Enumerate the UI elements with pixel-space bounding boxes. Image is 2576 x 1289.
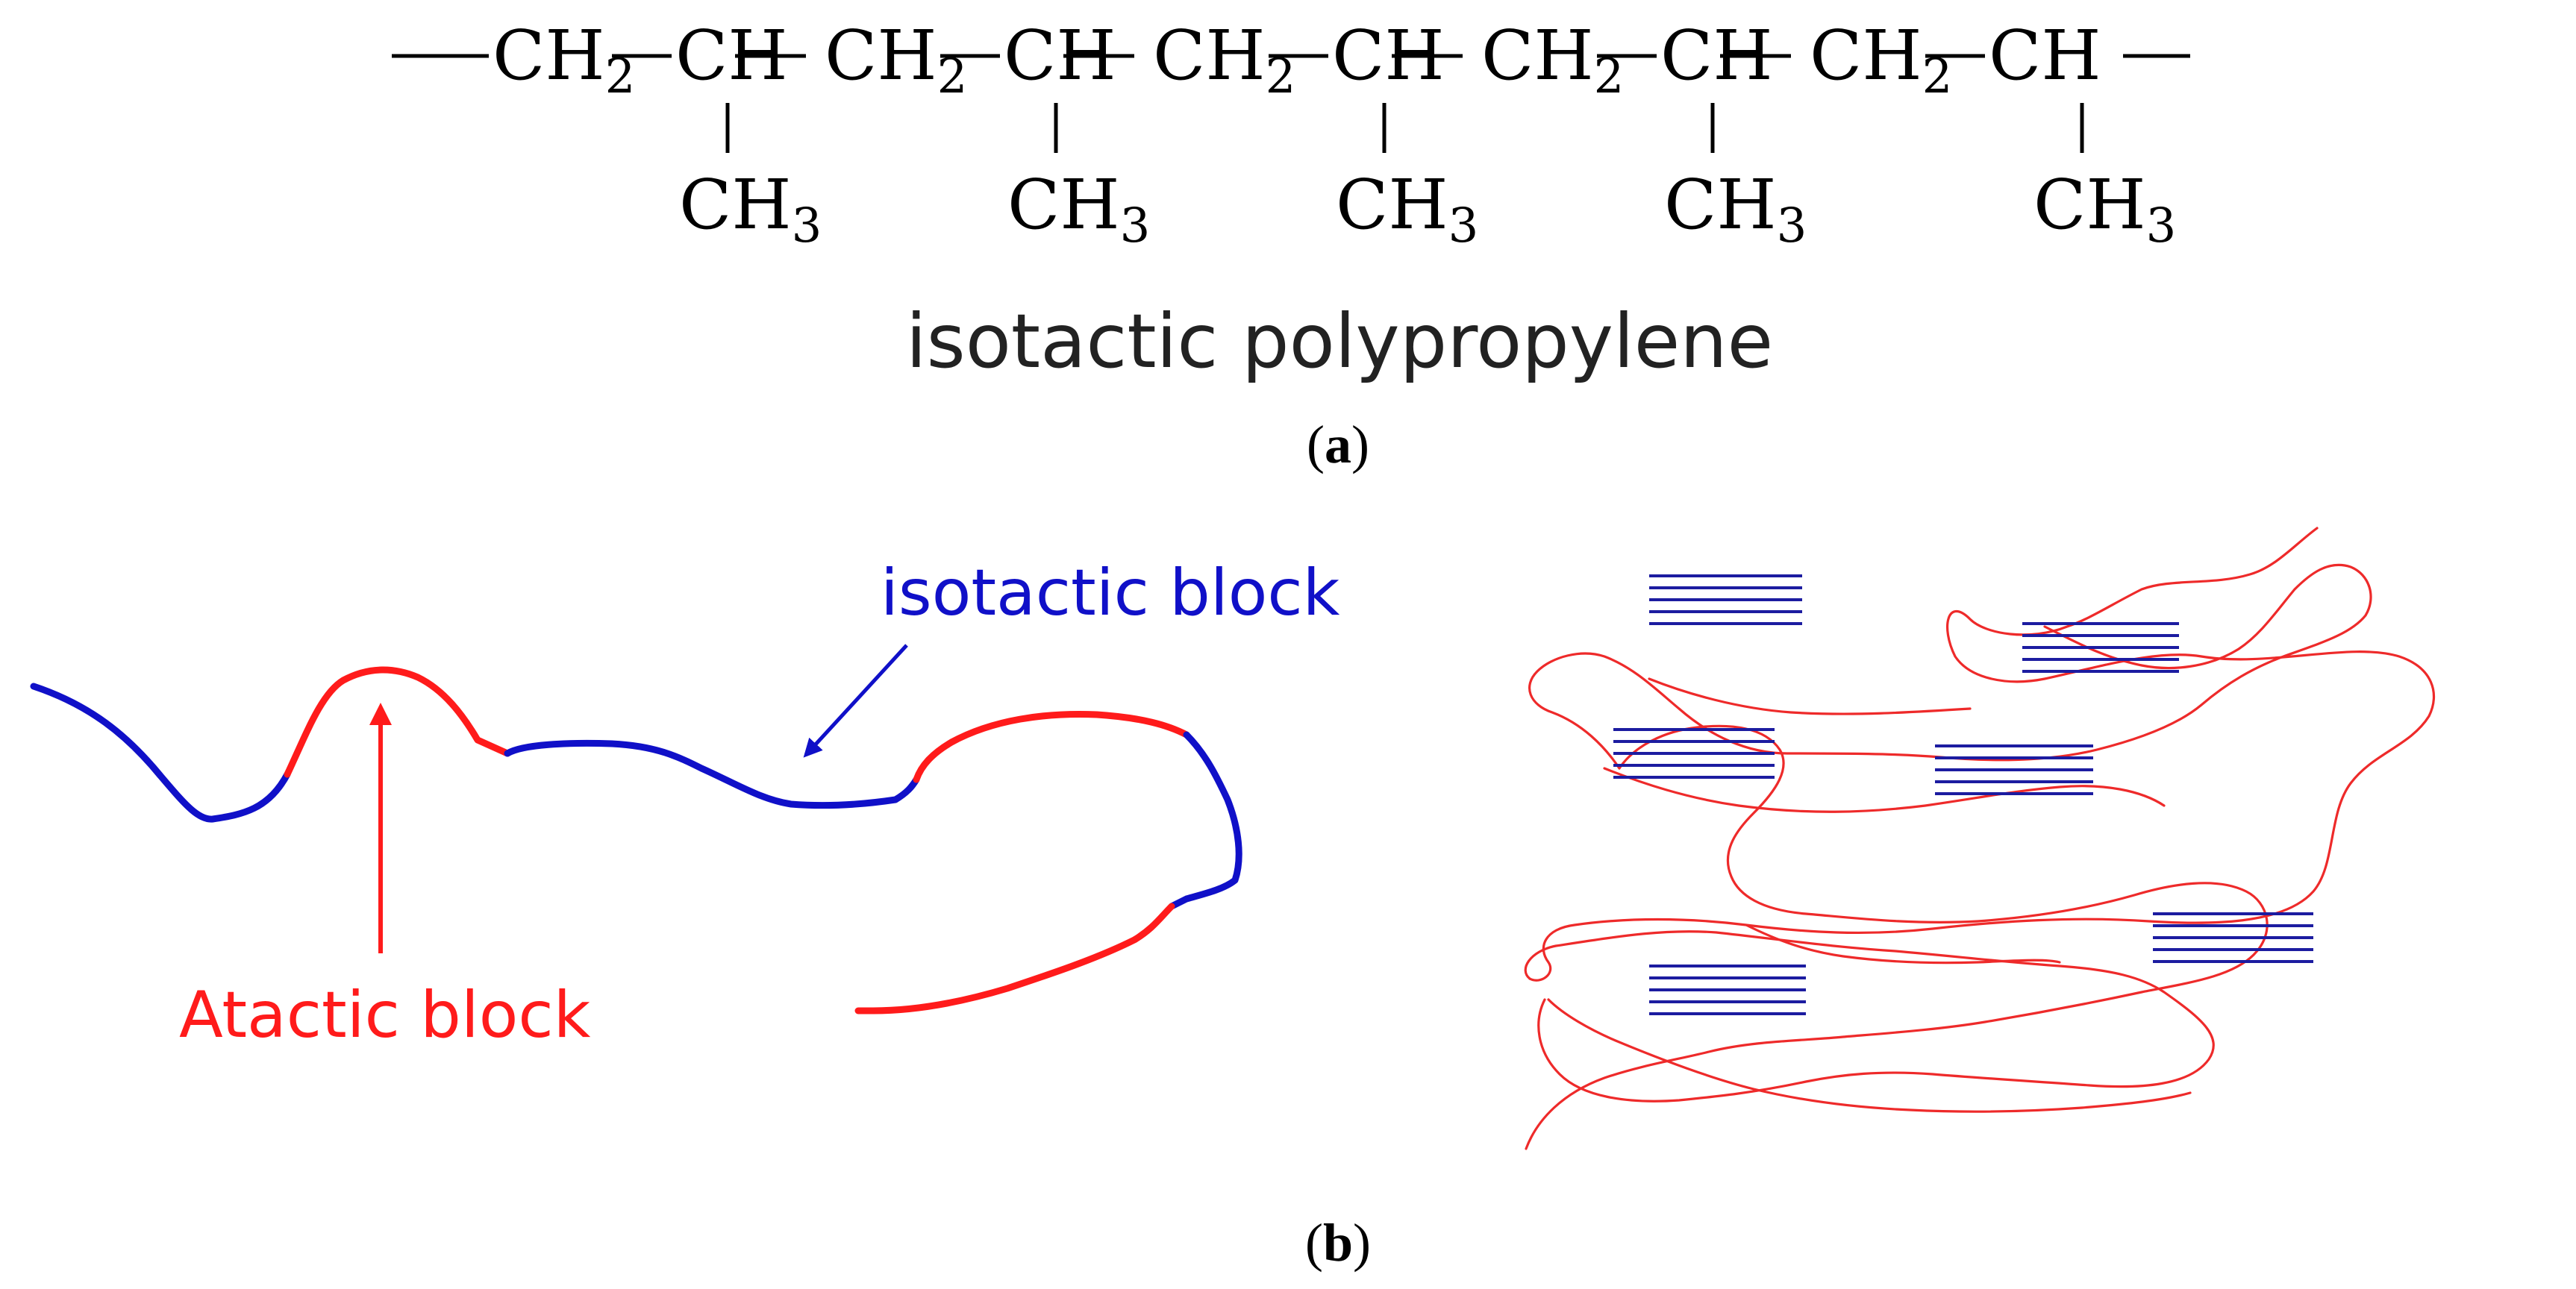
panel-b-label-letter: b bbox=[1323, 1213, 1353, 1273]
methine-group: CH bbox=[1332, 16, 1445, 95]
methine-group: CH bbox=[1989, 16, 2101, 95]
amorphous-chain bbox=[1547, 998, 2192, 1113]
methyl-group-symbol: CH bbox=[1007, 165, 1120, 245]
panel-a-caption: isotactic polypropylene bbox=[906, 298, 1773, 385]
isotactic-segment bbox=[504, 739, 920, 809]
methine-group: CH bbox=[1660, 16, 1773, 95]
crystal-lamella bbox=[1613, 728, 1775, 779]
isotactic-segment bbox=[30, 683, 291, 823]
methylene-group-symbol: CH bbox=[825, 16, 937, 95]
methyl-group-subscript: 3 bbox=[1777, 198, 1807, 254]
methyl-group-subscript: 3 bbox=[1120, 198, 1151, 254]
atactic-pointer: Atactic block bbox=[179, 703, 591, 1053]
methine-group-symbol: CH bbox=[675, 16, 788, 95]
amorphous-chain bbox=[1603, 767, 2166, 813]
methylene-group-symbol: CH bbox=[1153, 16, 1266, 95]
methyl-group-symbol: CH bbox=[1336, 165, 1448, 245]
atactic-segment bbox=[854, 903, 1175, 1014]
panel-b-label-close: ) bbox=[1353, 1213, 1371, 1273]
methylene-group-symbol: CH bbox=[493, 16, 605, 95]
methylene-group-subscript: 2 bbox=[1922, 49, 1953, 104]
methine-group: CH bbox=[1004, 16, 1116, 95]
methine-group-symbol: CH bbox=[1660, 16, 1773, 95]
crystal-lamella bbox=[1935, 744, 2093, 795]
crystal-lamella bbox=[2022, 622, 2179, 673]
methyl-group-symbol: CH bbox=[1664, 165, 1777, 245]
panel-a-label-close: ) bbox=[1351, 415, 1369, 474]
panel-a-label: (a) bbox=[1307, 415, 1369, 474]
methylene-group-subscript: 2 bbox=[1266, 49, 1296, 104]
methyl-bonds bbox=[725, 103, 2084, 153]
methyl-group-subscript: 3 bbox=[2146, 198, 2177, 254]
methylene-group: CH2 bbox=[1810, 16, 1952, 104]
methylene-group-symbol: CH bbox=[1810, 16, 1922, 95]
methyl-group: CH3 bbox=[1007, 165, 1150, 254]
amorphous-chain bbox=[1648, 677, 1972, 715]
methylene-group-subscript: 2 bbox=[605, 49, 636, 104]
amorphous-chain bbox=[1745, 923, 2061, 965]
methyl-group: CH3 bbox=[1664, 165, 1807, 254]
methylene-group-subscript: 2 bbox=[1594, 49, 1625, 104]
atactic-segment bbox=[913, 711, 1190, 783]
block-chain bbox=[30, 666, 1242, 1014]
panel-a-label-letter: a bbox=[1325, 415, 1351, 474]
methyl-group: CH3 bbox=[1336, 165, 1478, 254]
panel-b-label: (b) bbox=[1305, 1213, 1371, 1273]
isotactic-block-label: isotactic block bbox=[881, 556, 1340, 630]
isotactic-arrow bbox=[803, 644, 908, 758]
amorphous-chain bbox=[1528, 563, 2372, 770]
atactic-segment bbox=[284, 666, 511, 778]
amorphous-chain bbox=[1525, 724, 2269, 1150]
methyl-group-symbol: CH bbox=[2033, 165, 2146, 245]
panel-a-label-open: ( bbox=[1307, 415, 1325, 474]
methylene-group-symbol: CH bbox=[1481, 16, 1594, 95]
amorphous-chain bbox=[1528, 527, 2436, 982]
methylene-group: CH2 bbox=[1153, 16, 1295, 104]
panel-b-label-open: ( bbox=[1305, 1213, 1323, 1273]
isotactic-segment bbox=[1168, 731, 1242, 910]
methyl-group: CH3 bbox=[679, 165, 822, 254]
methyl-group-symbol: CH bbox=[679, 165, 792, 245]
methyl-group-subscript: 3 bbox=[792, 198, 822, 254]
methylene-group: CH2 bbox=[493, 16, 635, 104]
amorphous-chain bbox=[1524, 930, 2215, 1103]
methylene-group: CH2 bbox=[1481, 16, 1624, 104]
atactic-block-label: Atactic block bbox=[179, 978, 591, 1053]
methine-group-symbol: CH bbox=[1332, 16, 1445, 95]
methine-group-symbol: CH bbox=[1989, 16, 2101, 95]
methine-group-symbol: CH bbox=[1004, 16, 1116, 95]
methyl-group: CH3 bbox=[2033, 165, 2176, 254]
methine-group: CH bbox=[675, 16, 788, 95]
crystal-lamella bbox=[2153, 912, 2313, 963]
crystal-lamella bbox=[1649, 574, 1802, 625]
semicrystalline-morphology bbox=[1524, 527, 2436, 1150]
crystal-lamella bbox=[1649, 965, 1806, 1015]
methyl-group-subscript: 3 bbox=[1448, 198, 1479, 254]
isotactic-pointer: isotactic block bbox=[803, 556, 1340, 758]
methylene-group-subscript: 2 bbox=[937, 49, 968, 104]
methylene-group: CH2 bbox=[825, 16, 967, 104]
